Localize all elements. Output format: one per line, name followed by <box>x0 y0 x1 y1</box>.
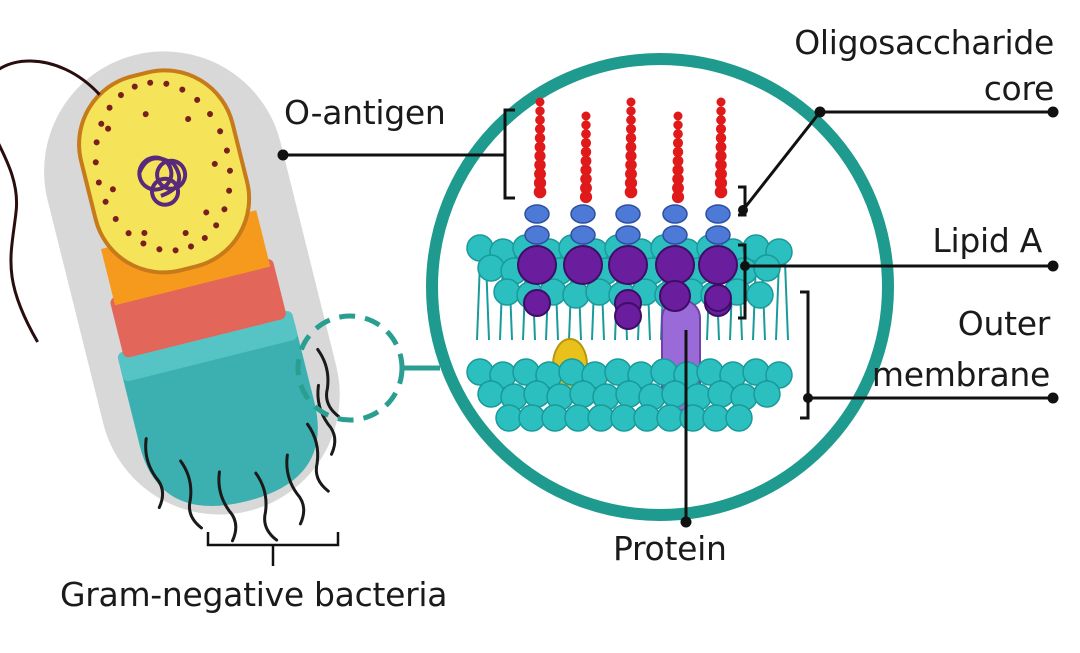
cell-salmon-band <box>110 259 286 358</box>
nucleoid-icon <box>137 155 188 207</box>
leader-dots <box>277 106 1059 528</box>
label-outer-1: Outer <box>957 304 1051 343</box>
label-protein: Protein <box>613 529 727 568</box>
flagellum-icon <box>0 59 101 343</box>
label-outer-2: membrane <box>871 355 1050 394</box>
ribosome-dots <box>92 79 233 254</box>
pili <box>144 347 341 543</box>
cell-teal-rim <box>117 310 298 382</box>
label-oligosaccharide-1: Oligosaccharide <box>794 23 1054 62</box>
bacterium-icon <box>0 51 341 543</box>
membrane-icon <box>466 97 793 432</box>
label-oligosaccharide-2: core <box>983 69 1055 108</box>
cytoplasm <box>77 68 252 275</box>
label-gram-negative-bacteria: Gram-negative bacteria <box>60 575 448 614</box>
label-lipid-a: Lipid A <box>932 221 1042 260</box>
label-o-antigen: O-antigen <box>284 93 446 132</box>
